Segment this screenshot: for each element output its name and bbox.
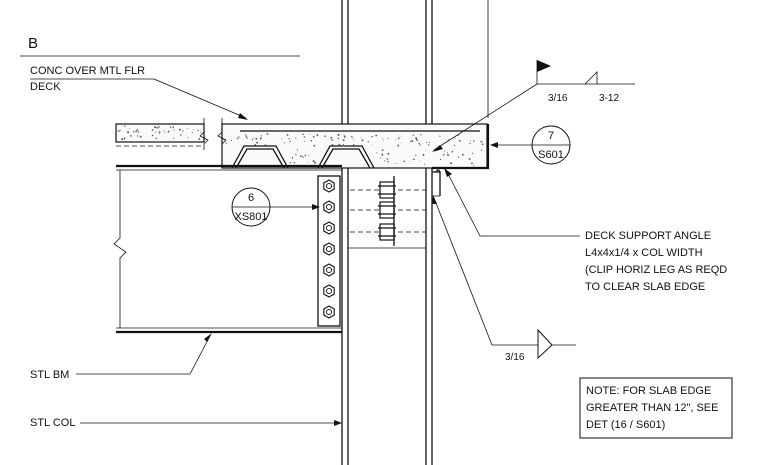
steel-column xyxy=(341,0,433,465)
weld-symbol-bottom: 3/16 xyxy=(432,195,576,363)
weld-top-length: 3-12 xyxy=(599,93,619,104)
column-callout-label: STL COL xyxy=(30,417,75,429)
note-line-2: GREATER THAN 12", SEE xyxy=(586,402,718,414)
note-line-3: DET (16 / S601) xyxy=(586,419,665,431)
bolt-row xyxy=(323,179,335,319)
section-ref-7: 7 S601 xyxy=(490,125,571,165)
bolt-icon xyxy=(323,305,335,319)
angle-callout: DECK SUPPORT ANGLE L4x4x1/4 x COL WIDTH … xyxy=(444,168,727,293)
bolt-icon xyxy=(323,242,335,256)
note-line-1: NOTE: FOR SLAB EDGE xyxy=(586,385,711,397)
weld-top-size: 3/16 xyxy=(548,93,568,104)
bolt-icon xyxy=(323,221,335,235)
bolt-icon xyxy=(323,200,335,214)
weld-symbol-top: 3/16 3-12 xyxy=(432,60,635,152)
bolt-icon xyxy=(323,284,335,298)
concrete-stipple xyxy=(117,125,484,167)
section-ref-6-number: 6 xyxy=(248,192,254,204)
column-callout: STL COL xyxy=(30,417,342,429)
note-box: NOTE: FOR SLAB EDGE GREATER THAN 12", SE… xyxy=(579,377,733,439)
beam-callout-label: STL BM xyxy=(30,369,69,381)
angle-callout-line-1: DECK SUPPORT ANGLE xyxy=(585,230,711,242)
weld-bottom-size: 3/16 xyxy=(505,352,525,363)
concrete-slab-left xyxy=(115,123,205,147)
slab-break-lines xyxy=(199,118,227,150)
section-ref-6: 6 XS801 xyxy=(231,187,320,227)
beam-callout: STL BM xyxy=(30,333,212,381)
angle-callout-line-4: TO CLEAR SLAB EDGE xyxy=(585,281,705,293)
detail-letter: B xyxy=(28,35,38,52)
angle-callout-line-3: (CLIP HORIZ LEG AS REQD xyxy=(585,264,727,276)
deck-callout-line-2: DECK xyxy=(30,81,61,93)
bolt-icon xyxy=(323,263,335,277)
section-ref-6-sheet: XS801 xyxy=(234,211,267,223)
bolt-icon xyxy=(323,179,335,193)
deck-callout-line-1: CONC OVER MTL FLR xyxy=(30,65,145,77)
steel-beam xyxy=(113,164,342,334)
metal-deck-flutes xyxy=(222,145,375,169)
angle-callout-line-2: L4x4x1/4 x COL WIDTH xyxy=(585,247,703,259)
section-ref-7-number: 7 xyxy=(548,130,554,142)
deck-callout: CONC OVER MTL FLR DECK xyxy=(30,65,248,120)
section-ref-7-sheet: S601 xyxy=(538,149,564,161)
column-bolt-group xyxy=(348,176,426,249)
